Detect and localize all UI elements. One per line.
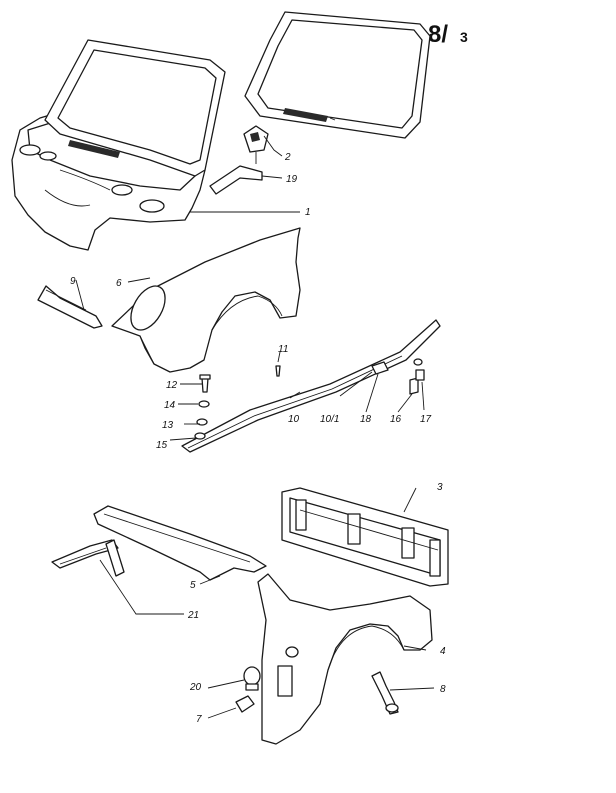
rear-panel: [281, 487, 449, 587]
label-part-21: 21: [187, 610, 199, 621]
label-part-20: 20: [189, 682, 202, 693]
label-part-9: 9: [70, 276, 76, 287]
label-part-10-1: 10/1: [320, 414, 339, 425]
sheet-number: 8/: [428, 21, 448, 48]
label-part-18: 18: [360, 414, 372, 425]
label-part-16: 16: [390, 414, 402, 425]
label-part-19: 19: [286, 174, 298, 185]
label-part-11: 11: [278, 344, 288, 355]
label-part-10: 10: [288, 414, 300, 425]
angle-bracket: [37, 285, 103, 329]
rear-window-frame: [244, 11, 431, 139]
small-hardware: [194, 358, 425, 440]
rear-quarter-panel: [257, 573, 433, 745]
reinforcing-brackets: [51, 539, 125, 577]
label-part-14: 14: [164, 400, 176, 411]
leader-lines: [75, 135, 435, 719]
label-part-12: 12: [166, 380, 178, 391]
label-part-17: 17: [420, 414, 432, 425]
label-part-3: 3: [437, 482, 443, 493]
sheet-subnumber: 3: [460, 29, 468, 45]
retaining-clip: [235, 695, 255, 713]
grommet-plug: [243, 666, 261, 691]
rear-spoiler: [93, 505, 267, 581]
label-part-15: 15: [156, 440, 168, 451]
front-body-shell: [11, 39, 226, 251]
label-part-2: 2: [284, 152, 291, 163]
sill-trim-strip: [181, 319, 441, 453]
label-part-13: 13: [162, 420, 174, 431]
label-part-1: 1: [305, 207, 311, 218]
part-labels: 1 2 3 4 5 6 7 8 9 10 10/1 11 12 13 14 15…: [70, 152, 446, 725]
label-part-6: 6: [116, 278, 122, 289]
label-part-7: 7: [196, 714, 202, 725]
trim-bracket-with-clip: [209, 125, 269, 195]
label-part-4: 4: [440, 646, 446, 657]
label-part-8: 8: [440, 684, 446, 695]
label-part-5: 5: [190, 580, 196, 591]
front-wing: [111, 227, 301, 373]
wheel-arch-trim: [371, 671, 399, 715]
